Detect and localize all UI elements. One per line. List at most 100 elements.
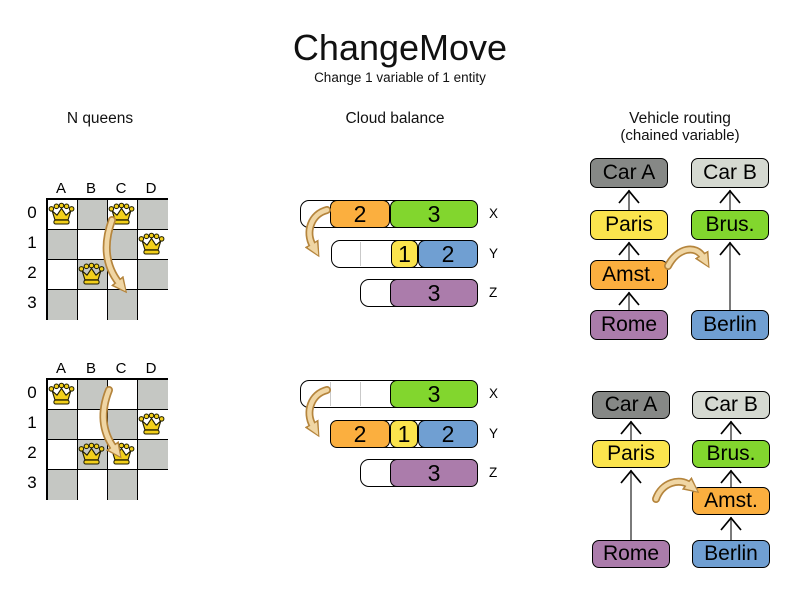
row-label: 2	[27, 263, 37, 282]
move-arrow-cloud-before-fill	[307, 207, 330, 256]
process-block-3: 3	[390, 279, 478, 307]
machine-label-x: X	[489, 386, 499, 401]
vehicle-box-berlin-after: Berlin	[692, 540, 770, 568]
board-cell-D0	[138, 200, 168, 230]
queen-crown-shape	[48, 382, 75, 405]
row-label: 0	[27, 203, 37, 222]
page-subtitle: Change 1 variable of 1 entity	[314, 70, 486, 85]
vehicle-box-rome-after: Rome	[592, 540, 670, 568]
board-cell-A1	[48, 410, 78, 440]
queen-icon	[78, 261, 105, 286]
column-label: C	[115, 180, 127, 197]
vehicle-box-amst-after: Amst.	[692, 487, 770, 515]
machine-label-x: X	[489, 206, 499, 221]
vehicle-box-berlin-before: Berlin	[691, 310, 769, 340]
vehicle-box-car-b-after: Car B	[692, 391, 770, 419]
chain-link-arrowhead	[618, 291, 640, 306]
process-block-1: 1	[390, 420, 418, 448]
queen-crown-shape	[138, 412, 165, 435]
queen-crown-shape	[78, 442, 105, 465]
row-label: 2	[27, 443, 37, 462]
chessboard-before	[46, 198, 168, 320]
move-arrow-cloud-after-fill	[307, 387, 330, 436]
capacity-divider	[330, 382, 331, 406]
process-block-3: 3	[390, 459, 478, 487]
machine-label-z: Z	[489, 465, 498, 480]
row-label: 3	[27, 293, 37, 312]
board-cell-D3	[138, 470, 168, 500]
section-title-nqueens: N queens	[66, 110, 134, 127]
machine-label-y: Y	[489, 246, 499, 261]
queen-icon	[108, 201, 135, 226]
queen-crown-shape	[138, 232, 165, 255]
vehicle-box-brus-after: Brus.	[692, 440, 770, 468]
board-cell-D2	[138, 440, 168, 470]
queen-crown-shape	[108, 202, 135, 225]
column-label: A	[55, 180, 66, 197]
vehicle-box-paris-after: Paris	[592, 440, 670, 468]
machine-label-z: Z	[489, 285, 498, 300]
column-label: D	[145, 360, 157, 377]
section-subtitle-vehicle: (chained variable)	[620, 127, 740, 144]
vehicle-box-brus-before: Brus.	[691, 210, 769, 240]
section-title-cloud: Cloud balance	[345, 110, 445, 127]
queen-icon	[138, 231, 165, 256]
chain-link-arrowhead	[620, 420, 642, 435]
process-block-2: 2	[418, 240, 478, 268]
row-label: 0	[27, 383, 37, 402]
board-cell-A3	[48, 290, 78, 320]
chain-link-arrowhead	[720, 516, 742, 531]
vehicle-box-amst-before: Amst.	[590, 260, 668, 290]
move-arrow-vehicle-before-fill	[665, 247, 709, 269]
chain-link-arrowhead	[719, 189, 741, 204]
board-cell-C1	[108, 230, 138, 260]
board-cell-B3	[78, 470, 108, 500]
vehicle-box-car-b-before: Car B	[691, 158, 769, 188]
queen-icon	[78, 441, 105, 466]
board-cell-B3	[78, 290, 108, 320]
move-arrow-vehicle-after-fill	[653, 479, 698, 502]
chain-link-arrowhead	[618, 189, 640, 204]
process-block-2: 2	[418, 420, 478, 448]
board-cell-D2	[138, 260, 168, 290]
queen-icon	[48, 381, 75, 406]
chain-link-arrowhead	[720, 469, 742, 484]
vehicle-box-car-a-before: Car A	[590, 158, 668, 188]
chain-link-arrowhead	[620, 469, 642, 484]
queen-crown-shape	[48, 202, 75, 225]
board-cell-A1	[48, 230, 78, 260]
column-label: A	[55, 360, 66, 377]
process-block-2: 2	[330, 200, 390, 228]
board-cell-D0	[138, 380, 168, 410]
board-cell-C3	[108, 470, 138, 500]
column-label: D	[145, 180, 157, 197]
capacity-divider	[360, 242, 361, 266]
column-label: B	[85, 360, 96, 377]
vehicle-box-car-a-after: Car A	[592, 391, 670, 419]
process-block-1: 1	[391, 240, 418, 268]
move-arrow-nqueens-after-fill	[101, 387, 121, 457]
board-cell-B0	[78, 200, 108, 230]
vehicle-box-paris-before: Paris	[590, 210, 668, 240]
board-cell-A2	[48, 440, 78, 470]
process-block-3: 3	[390, 380, 478, 408]
queen-icon	[48, 201, 75, 226]
chain-link-arrowhead	[720, 420, 742, 435]
queen-icon	[138, 411, 165, 436]
column-label: C	[115, 360, 127, 377]
vehicle-box-rome-before: Rome	[590, 310, 668, 340]
chain-link-arrowhead	[719, 241, 741, 256]
row-label: 3	[27, 473, 37, 492]
board-cell-C3	[108, 290, 138, 320]
board-cell-A3	[48, 470, 78, 500]
row-label: 1	[27, 413, 37, 432]
board-cell-C0	[108, 380, 138, 410]
machine-label-y: Y	[489, 426, 499, 441]
process-block-2: 2	[330, 420, 390, 448]
page-title: ChangeMove	[292, 27, 508, 68]
chessboard-after	[46, 378, 168, 500]
